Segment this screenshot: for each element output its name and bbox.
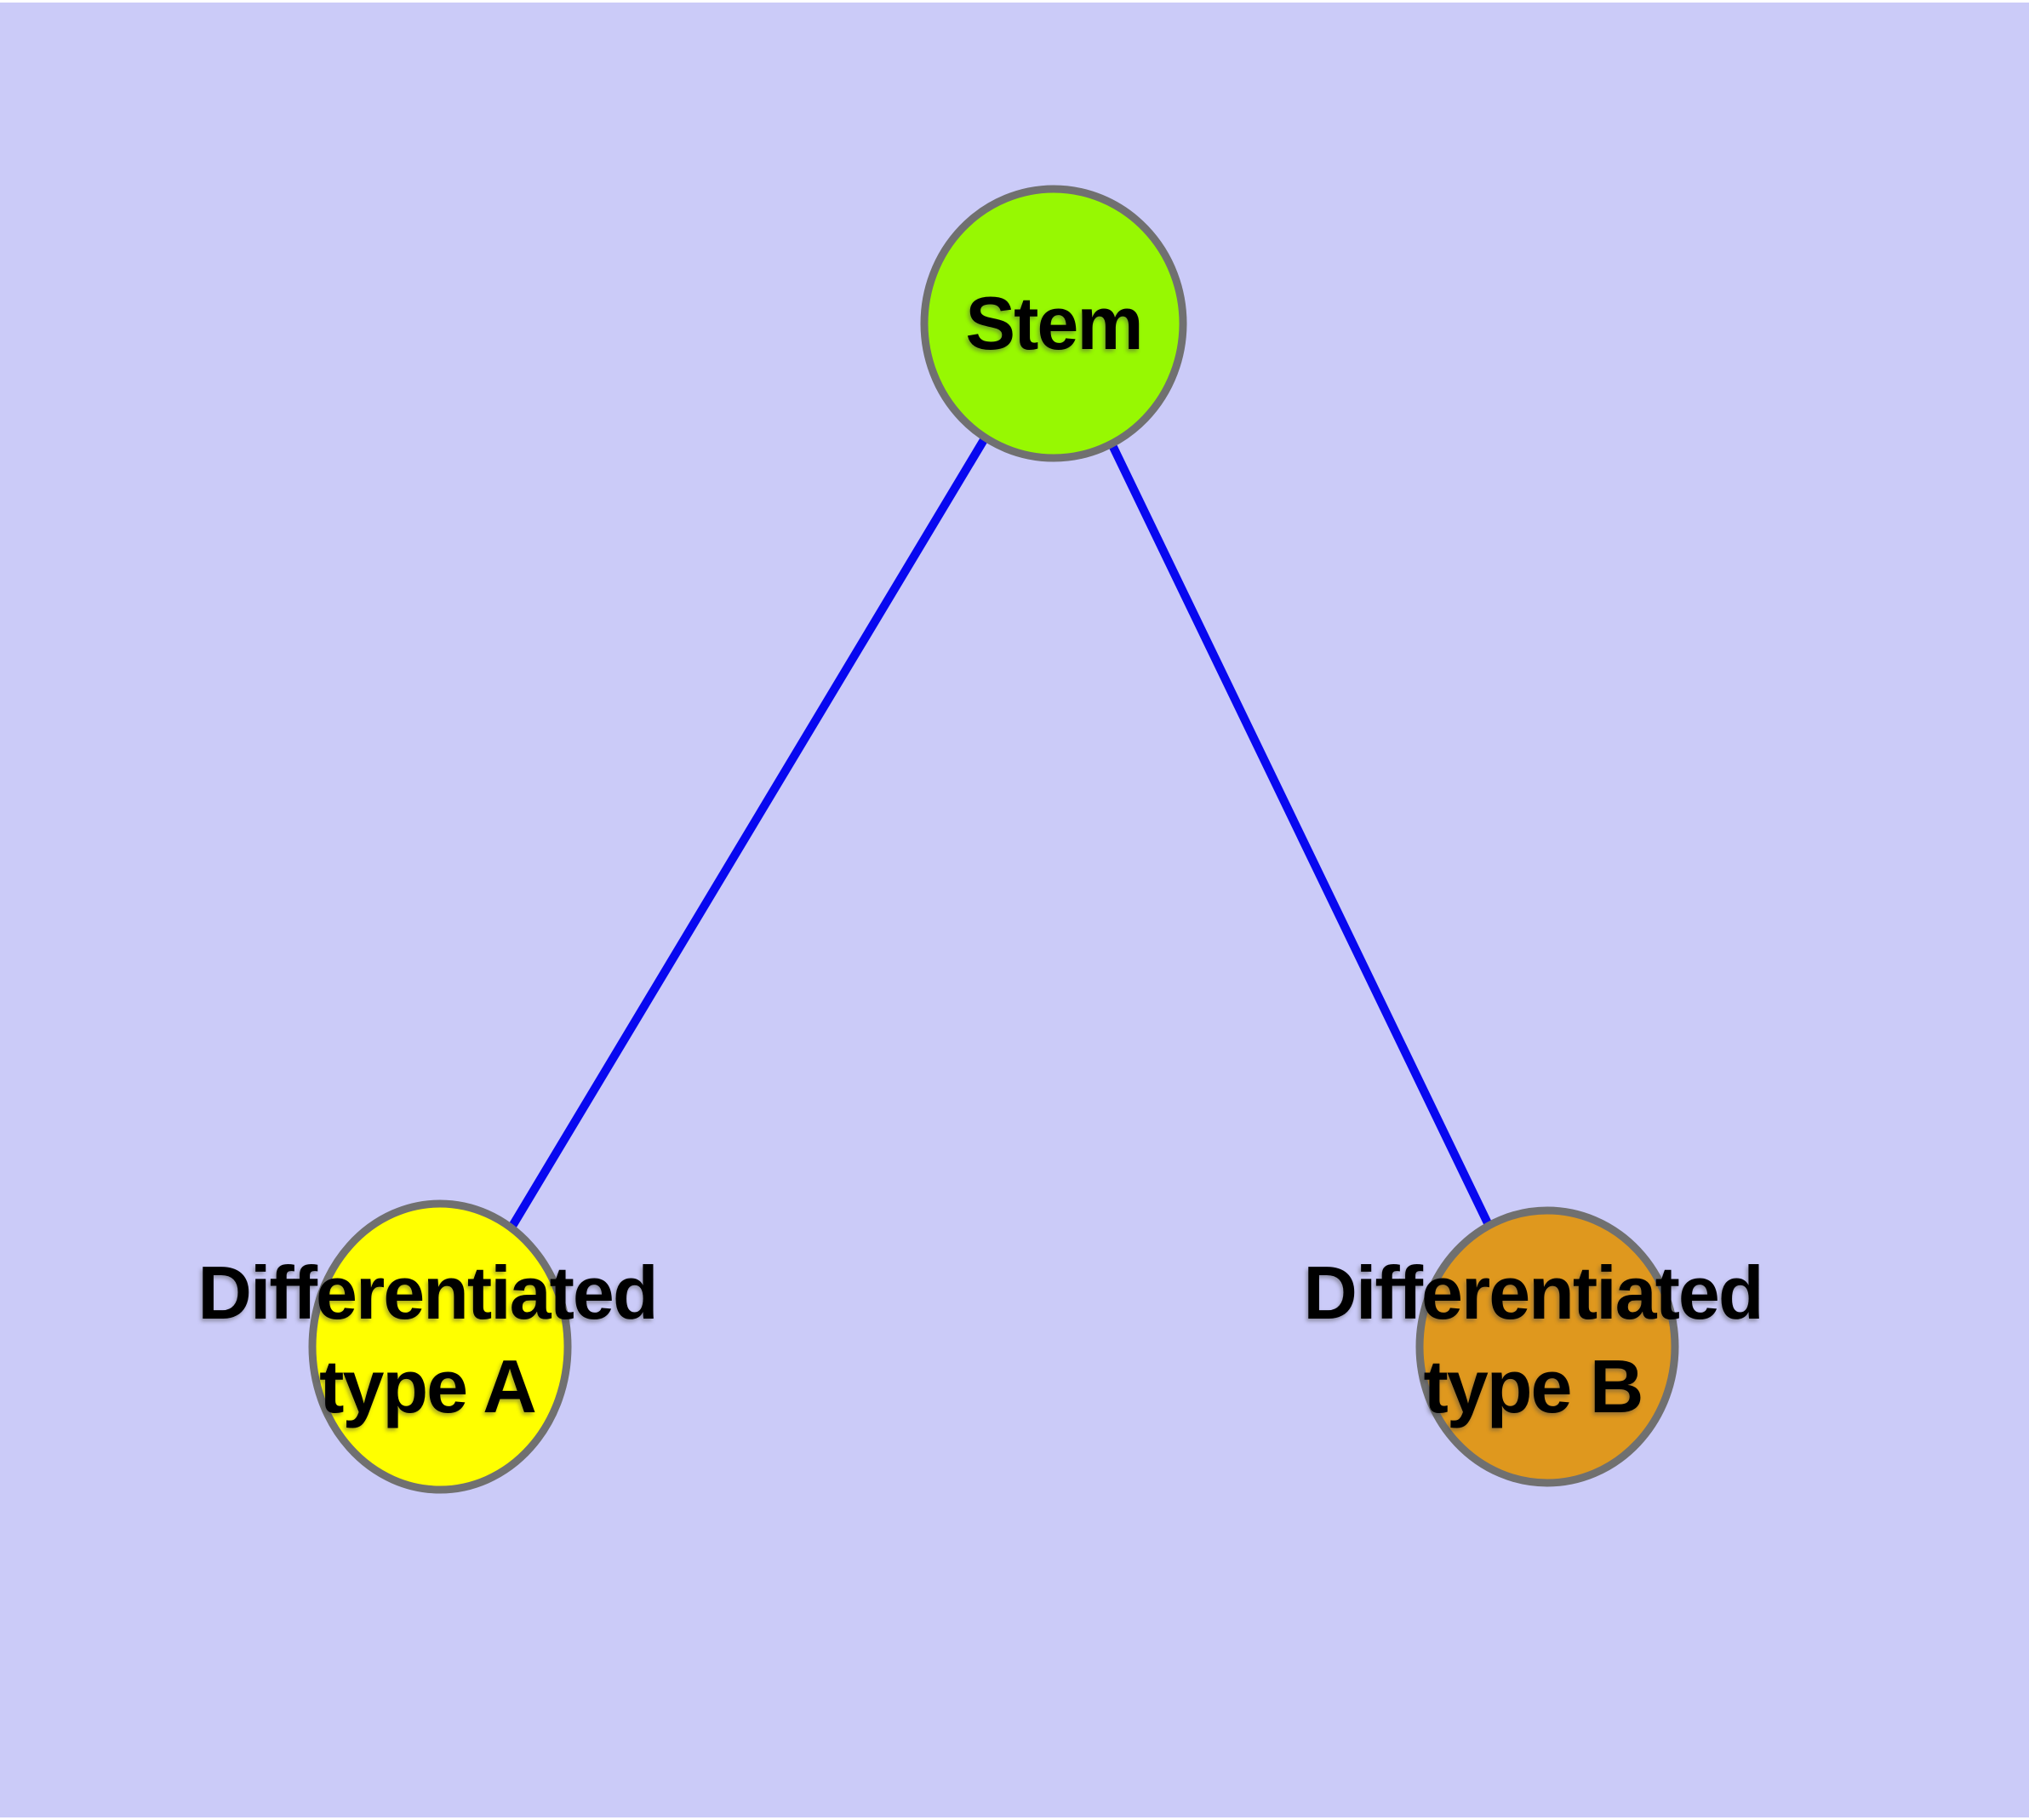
node-type-b-label: Differentiated type B xyxy=(1303,1246,1763,1434)
node-type-a-label-line2: type A xyxy=(319,1344,537,1428)
edge-stem-to-type-a xyxy=(436,321,1058,1349)
node-type-b-label-line2: type B xyxy=(1423,1344,1644,1428)
node-stem-label: Stem xyxy=(965,277,1143,370)
node-type-a-label-line1: Differentiated xyxy=(197,1251,658,1335)
node-type-a-circle xyxy=(308,1199,572,1494)
node-type-b-circle xyxy=(1415,1206,1679,1487)
edge-stem-to-type-b xyxy=(1049,321,1552,1349)
node-type-b-label-line1: Differentiated xyxy=(1303,1251,1763,1335)
node-stem-circle xyxy=(920,185,1187,462)
node-type-a-label: Differentiated type A xyxy=(197,1246,658,1434)
node-stem-label-line1: Stem xyxy=(965,281,1143,365)
